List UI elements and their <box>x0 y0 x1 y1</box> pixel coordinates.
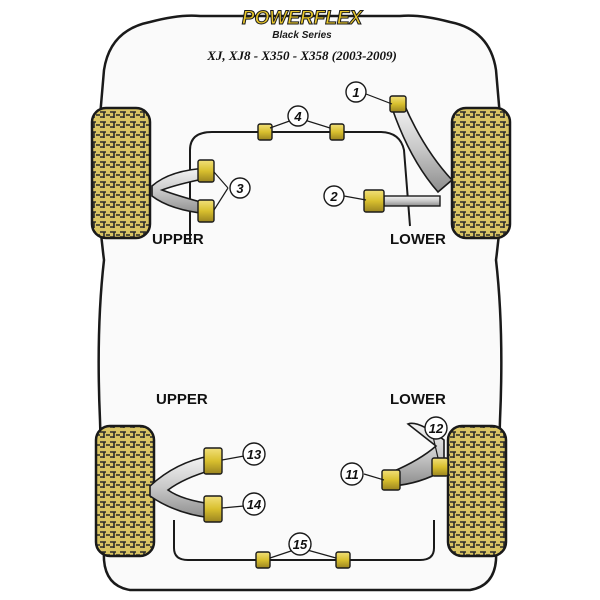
bush-4-right <box>329 123 345 141</box>
rear-upper-wishbone <box>149 455 213 519</box>
bush-15-right <box>335 551 351 569</box>
callout-2-label: 2 <box>329 189 338 204</box>
powerflex-logo: POWERFLEX Black Series <box>241 8 364 42</box>
callout-13-label: 13 <box>247 447 262 462</box>
tyre-front-right <box>450 106 512 240</box>
brand-name: POWERFLEX <box>242 8 364 29</box>
brand-series: Black Series <box>272 30 332 41</box>
rear-anti-roll-bar <box>173 520 435 561</box>
car-body-outline <box>96 14 504 592</box>
callout-3-label: 3 <box>236 181 244 196</box>
tyre-front-left <box>90 106 152 240</box>
bush-2 <box>363 189 385 213</box>
callout-13: 13 <box>242 442 266 466</box>
callout-4-label: 4 <box>293 109 302 124</box>
label-front-upper: UPPER <box>152 231 204 248</box>
callout-15: 15 <box>288 532 312 556</box>
label-rear-upper: UPPER <box>156 391 208 408</box>
callout-12: 12 <box>424 416 448 440</box>
callout-11-label: 11 <box>345 467 359 482</box>
callout-14-label: 14 <box>247 497 262 512</box>
bush-3-bottom <box>197 199 215 223</box>
callout-12-label: 12 <box>429 421 444 436</box>
callout-1: 1 <box>345 81 367 103</box>
callout-2: 2 <box>323 185 345 207</box>
model-title: XJ, XJ8 - X350 - X358 (2003-2009) <box>206 48 397 63</box>
bush-13 <box>203 447 223 475</box>
callout-3: 3 <box>229 177 251 199</box>
bush-4-left <box>257 123 273 141</box>
callout-11: 11 <box>340 462 364 486</box>
front-anti-roll-bar <box>189 131 411 242</box>
bush-12 <box>431 457 449 477</box>
front-upper-wishbone <box>151 167 209 215</box>
bush-15-left <box>255 551 271 569</box>
label-rear-lower: LOWER <box>390 391 446 408</box>
tyre-rear-right <box>446 424 508 558</box>
label-front-lower: LOWER <box>390 231 446 248</box>
callout-1-label: 1 <box>352 85 359 100</box>
callout-4: 4 <box>287 105 309 127</box>
front-lower-rod <box>383 195 441 207</box>
bush-14 <box>203 495 223 523</box>
callout-15-label: 15 <box>293 537 308 552</box>
callout-14: 14 <box>242 492 266 516</box>
bush-11 <box>381 469 401 491</box>
front-lower-arm <box>390 103 454 194</box>
tyre-rear-left <box>94 424 156 558</box>
bush-3-top <box>197 159 215 183</box>
bush-1 <box>389 95 407 113</box>
